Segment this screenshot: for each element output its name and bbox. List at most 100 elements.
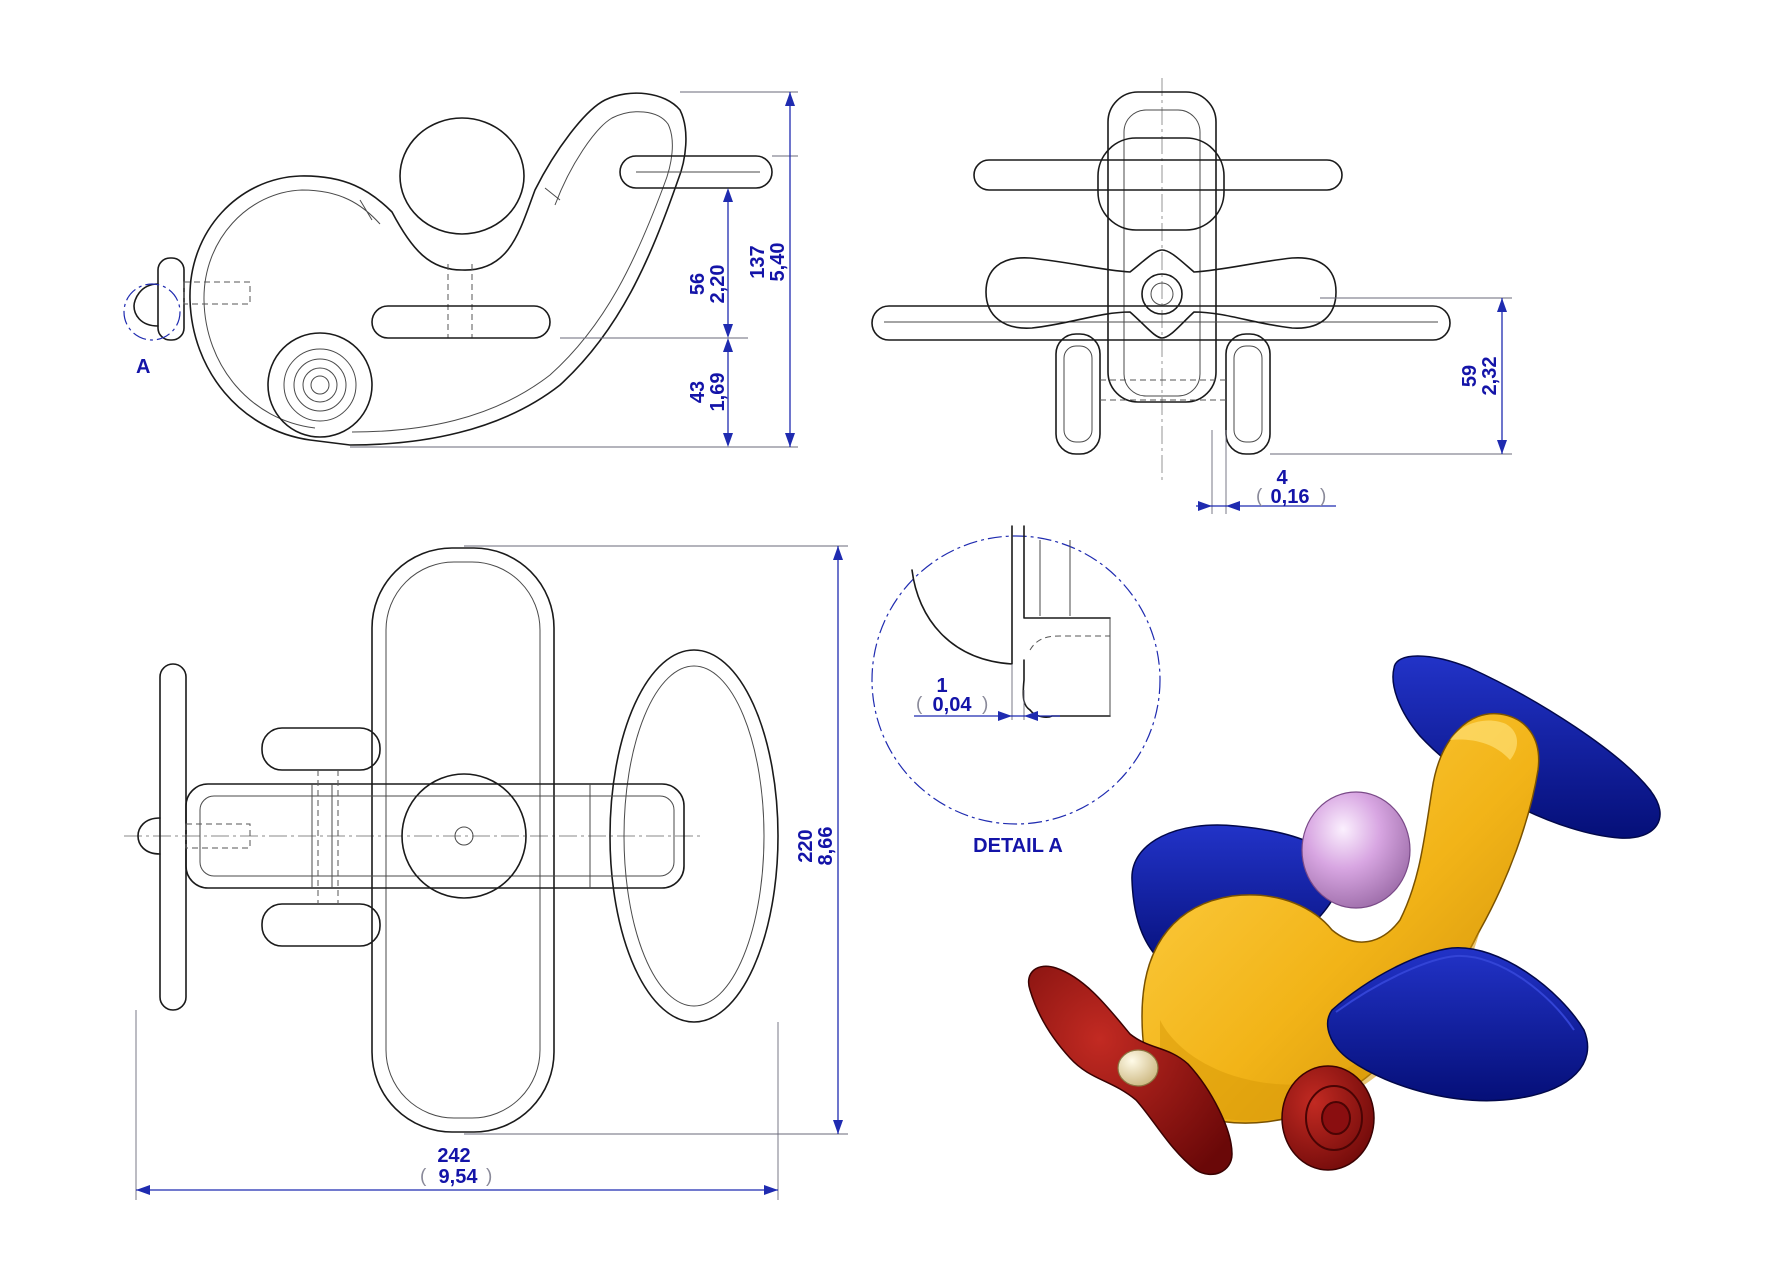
top-hidden-axle-bore <box>185 823 251 849</box>
front-fuselage-inner <box>1123 109 1201 397</box>
top-wheel-lower <box>261 903 381 947</box>
detail-a-boundary <box>871 535 1161 825</box>
paren-open: ( <box>420 1166 427 1187</box>
front-head <box>1097 137 1225 231</box>
front-wheel-right <box>1225 333 1271 455</box>
detail-fuselage-curve <box>911 525 1013 665</box>
svg-text:59: 59 <box>1459 365 1481 387</box>
front-upper-wing <box>973 159 1343 191</box>
top-pilot-head <box>401 773 527 899</box>
dim-lower-text: 43 1,69 <box>687 373 729 412</box>
arrowhead <box>1497 298 1507 312</box>
detail-a-marker-label: A <box>136 356 150 378</box>
top-main-wing <box>371 547 555 1133</box>
arrowhead <box>1198 501 1212 511</box>
side-wheel-ring <box>302 367 338 403</box>
detail-a-title: DETAIL A <box>973 835 1063 857</box>
dim-gap-in: 0,04 <box>933 694 973 716</box>
detail-wing-edge <box>1023 525 1111 619</box>
render-lower-wing-right <box>1327 947 1589 1102</box>
top-view-dimensions: 220 8,66 242 ( 9,54 ) <box>135 545 848 1200</box>
detail-a: 1 ( 0,04 ) DETAIL A <box>871 525 1161 857</box>
arrowhead <box>833 546 843 560</box>
side-fuselage-inner-edge <box>203 111 673 433</box>
side-propeller <box>157 257 185 341</box>
side-view: A <box>123 92 773 446</box>
side-wheel-ring <box>283 348 357 422</box>
render-fuselage-top-highlight <box>1450 720 1518 760</box>
paren-open: ( <box>1256 486 1263 507</box>
svg-text:8,66: 8,66 <box>815 827 837 866</box>
side-fuselage-outline <box>189 92 687 446</box>
paren-close: ) <box>1320 486 1326 507</box>
dim-length-mm: 242 <box>437 1145 470 1167</box>
paren-close: ) <box>982 694 988 715</box>
svg-text:56: 56 <box>687 273 709 295</box>
front-wheel-left <box>1055 333 1101 455</box>
arrowhead <box>764 1185 778 1195</box>
top-main-wing-inner <box>385 561 541 1119</box>
top-tail-wing <box>609 649 779 1023</box>
arrowhead <box>785 433 795 447</box>
front-fuselage <box>1107 91 1217 403</box>
side-edge-break <box>544 187 561 201</box>
dim-span-text: 220 8,66 <box>795 827 837 866</box>
arrowhead <box>785 92 795 106</box>
top-pilot-head-peg <box>454 826 474 846</box>
side-view-dimensions: 56 2,20 43 1,69 137 5,40 <box>350 91 798 448</box>
arrowhead <box>1497 440 1507 454</box>
dim-offset-mm: 4 <box>1276 467 1288 489</box>
svg-text:2,32: 2,32 <box>1479 357 1501 396</box>
arrowhead <box>1226 501 1240 511</box>
dim-total-height-text: 137 5,40 <box>747 243 789 282</box>
arrowhead <box>833 1120 843 1134</box>
side-propeller-hub <box>133 283 159 327</box>
arrowhead <box>723 188 733 202</box>
front-wheel-right-inner <box>1233 345 1263 443</box>
top-fuselage-inner <box>199 795 675 877</box>
side-hidden-axle <box>183 281 251 305</box>
top-propeller <box>159 663 187 1011</box>
render-wheel-ring <box>1305 1085 1363 1151</box>
detail-a-marker-circle <box>123 283 181 341</box>
top-propeller-hub <box>137 817 161 855</box>
front-propeller-hub <box>1141 273 1183 315</box>
svg-text:220: 220 <box>795 829 817 862</box>
side-wheel-hub <box>310 375 330 395</box>
paren-close: ) <box>486 1166 492 1187</box>
side-wheel <box>267 332 373 438</box>
arrowhead <box>998 711 1012 721</box>
svg-text:137: 137 <box>747 245 769 278</box>
svg-text:2,20: 2,20 <box>707 265 729 304</box>
paren-open: ( <box>916 694 923 715</box>
side-edge-break <box>359 199 373 221</box>
arrowhead <box>723 433 733 447</box>
dim-wing-height-text: 59 2,32 <box>1459 357 1501 396</box>
svg-text:1,69: 1,69 <box>707 373 729 412</box>
arrowhead <box>136 1185 150 1195</box>
arrowhead <box>723 324 733 338</box>
render-wheel-hub <box>1321 1101 1351 1135</box>
side-lower-wing <box>371 305 551 339</box>
front-propeller <box>985 249 1337 339</box>
side-wheel-ring <box>293 358 347 412</box>
arrowhead <box>1024 711 1038 721</box>
detail-hidden-edge <box>1029 635 1110 651</box>
front-wheel-left-inner <box>1063 345 1093 443</box>
render-pilot-head <box>1301 791 1411 909</box>
top-tail-wing-inner <box>623 665 765 1007</box>
dim-length-in: 9,54 <box>439 1166 479 1188</box>
front-view-dimensions: 59 2,32 4 ( 0,16 ) <box>1196 297 1512 514</box>
front-propeller-hub-inner <box>1150 282 1174 306</box>
top-wheel-upper <box>261 727 381 771</box>
dim-cockpit-text: 56 2,20 <box>687 265 729 304</box>
dim-offset-in: 0,16 <box>1271 486 1310 508</box>
arrowhead <box>723 338 733 352</box>
render-lower-wing-right-edge <box>1335 954 1575 1031</box>
front-view <box>871 78 1451 480</box>
svg-text:43: 43 <box>687 381 709 403</box>
isometric-render <box>1027 655 1661 1175</box>
side-upper-wing <box>619 155 773 189</box>
render-propeller-hub <box>1117 1049 1159 1087</box>
